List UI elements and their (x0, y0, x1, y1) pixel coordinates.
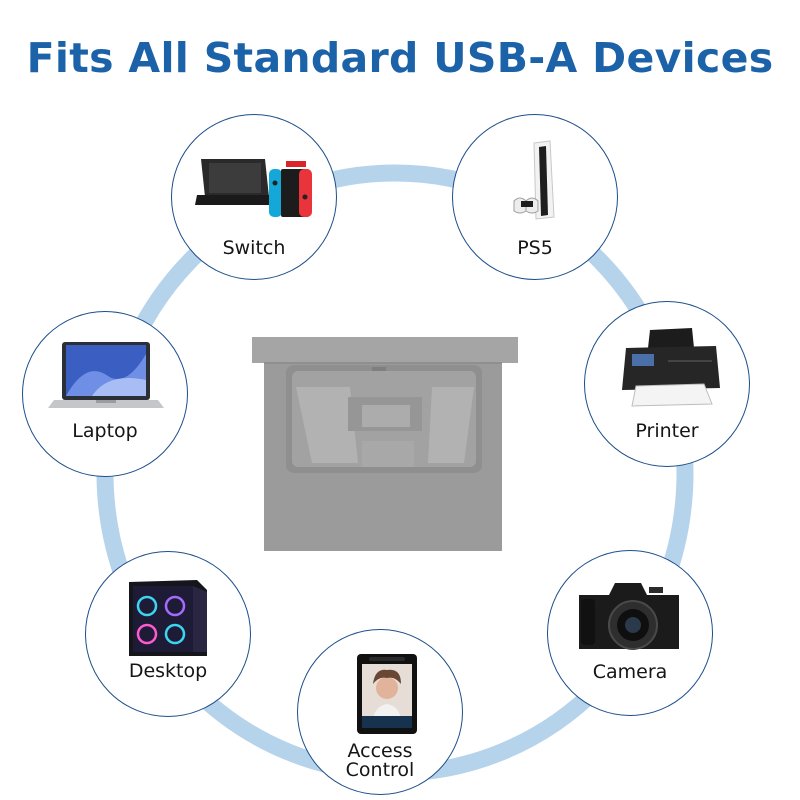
camera-icon (579, 583, 679, 650)
device-label: Desktop (128, 660, 208, 682)
game-console-icon (195, 159, 312, 217)
playstation-icon (513, 140, 555, 220)
device-label: Laptop (72, 420, 138, 442)
device-label: Camera (592, 661, 668, 683)
device-label: Switch (222, 237, 286, 259)
face-terminal-icon (357, 654, 417, 734)
usb-port-cover-icon (252, 337, 518, 551)
device-label-line2: Control (345, 759, 415, 781)
device-camera: Camera (547, 550, 713, 716)
device-label: PS5 (517, 237, 553, 259)
desktop-pc-icon (129, 580, 207, 656)
device-printer: Printer (584, 301, 750, 467)
device-label: Printer (635, 420, 699, 442)
device-access-control: Access Control (297, 629, 463, 795)
laptop-icon (48, 342, 164, 408)
page-title: Fits All Standard USB-A Devices (26, 34, 774, 82)
device-switch: Switch (171, 114, 337, 280)
device-desktop: Desktop (85, 551, 251, 717)
printer-icon (622, 328, 720, 407)
device-label-line1: Access (347, 740, 413, 762)
device-laptop: Laptop (22, 311, 188, 477)
device-ps5: PS5 (452, 114, 618, 280)
